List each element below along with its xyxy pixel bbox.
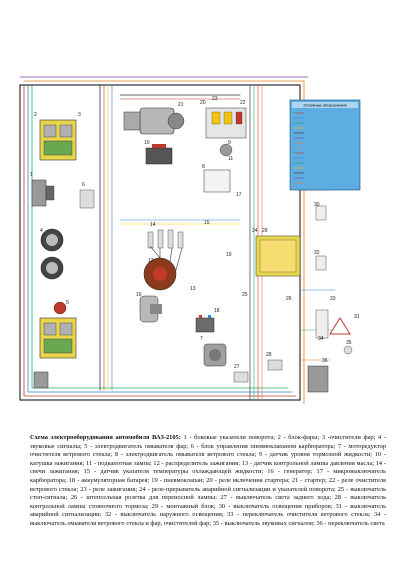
component-number-32: 32 — [314, 250, 320, 256]
engine-components — [123, 107, 283, 383]
component-number-11: 11 — [228, 156, 233, 162]
component-number-34: 34 — [318, 336, 324, 342]
washer-reservoir — [203, 169, 231, 193]
component-number-15: 15 — [204, 220, 210, 226]
component-number-6: 6 — [82, 182, 85, 188]
turn-signal-left-lower — [33, 371, 49, 389]
hazard-switch-icon — [329, 317, 351, 335]
right-components: Условные обозначения — [255, 99, 361, 393]
left-components — [31, 119, 95, 389]
component-number-8: 8 — [202, 164, 205, 170]
component-number-5: 5 — [66, 300, 69, 306]
turn-signal-left — [31, 179, 47, 207]
component-number-31: 31 — [354, 314, 360, 320]
caption-title: Схема электрооборудования автомобиля ВАЗ… — [30, 434, 181, 441]
component-number-28: 28 — [266, 352, 272, 358]
component-number-1: 1 — [30, 172, 33, 178]
legend-panel — [289, 99, 361, 191]
component-number-12: 12 — [148, 258, 154, 264]
legend-lines — [294, 112, 304, 184]
component-number-27: 27 — [234, 364, 240, 370]
component-number-10: 10 — [144, 140, 150, 146]
component-number-2: 2 — [34, 112, 37, 118]
component-number-36: 36 — [322, 358, 328, 364]
caption-body: 1 - боковые указатели поворота; 2 - блок… — [30, 434, 387, 527]
diagram-caption: Схема электрооборудования автомобиля ВАЗ… — [30, 434, 386, 529]
component-number-17: 17 — [236, 192, 242, 198]
component-number-20: 20 — [200, 100, 206, 106]
washer-motor-left — [53, 301, 67, 315]
turn-signal-right — [307, 365, 329, 393]
component-number-33: 33 — [330, 296, 336, 302]
component-number-24: 24 — [252, 228, 258, 234]
ignition-coil — [145, 147, 173, 165]
component-number-21: 21 — [178, 102, 184, 108]
component-number-35: 35 — [346, 340, 352, 346]
legend-title: Условные обозначения — [303, 103, 346, 108]
component-number-29: 29 — [262, 228, 268, 234]
component-number-9: 9 — [228, 140, 231, 146]
component-number-18: 18 — [214, 308, 220, 314]
component-number-13: 13 — [190, 286, 196, 292]
component-number-7: 7 — [200, 336, 203, 342]
component-number-26: 26 — [286, 296, 292, 302]
component-number-25: 25 — [242, 292, 248, 298]
battery — [195, 317, 215, 333]
component-number-3: 3 — [78, 112, 81, 118]
component-number-23: 23 — [212, 96, 218, 102]
spark-plugs — [147, 229, 184, 249]
component-number-22: 22 — [240, 100, 246, 106]
component-number-30: 30 — [314, 202, 320, 208]
component-number-16: 16 — [136, 292, 142, 298]
component-number-14: 14 — [150, 222, 156, 228]
component-number-4: 4 — [40, 228, 43, 234]
component-number-19: 19 — [226, 252, 232, 258]
